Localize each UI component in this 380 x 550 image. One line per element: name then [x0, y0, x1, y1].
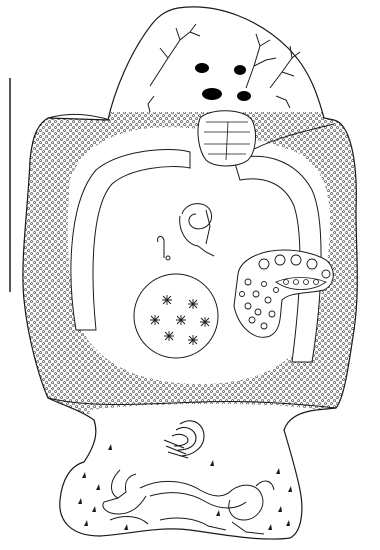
pharynx [198, 111, 255, 166]
ovary [134, 274, 218, 358]
